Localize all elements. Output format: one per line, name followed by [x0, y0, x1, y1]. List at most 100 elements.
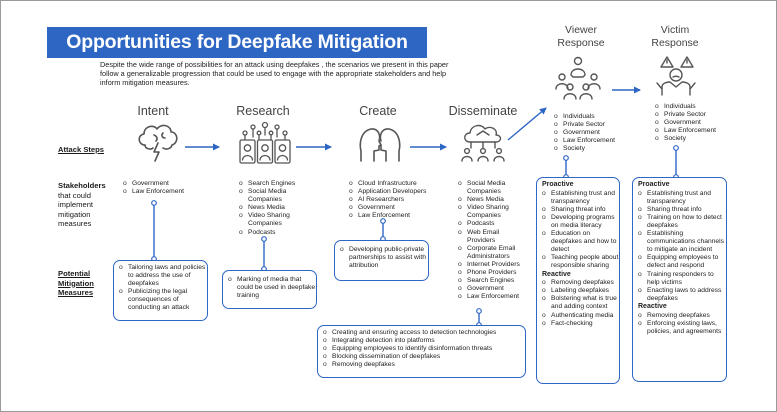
- list-item: Society: [554, 145, 624, 153]
- list-item: Government: [655, 119, 725, 127]
- list-item: Individuals: [655, 103, 725, 111]
- list-item: Blocking dissemination of deepfakes: [323, 353, 525, 361]
- create-measures-box: Developing public-private partnerships t…: [334, 240, 429, 281]
- research-measures-list: Marking of media that could be used in d…: [228, 276, 316, 300]
- audience-icon: [555, 56, 601, 100]
- list-item: Developing public-private partnerships t…: [340, 246, 428, 270]
- list-item: Podcasts: [458, 220, 528, 228]
- list-item: Government: [349, 204, 444, 212]
- disseminate-stakeholders-list: Social Media Companies News Media Video …: [458, 180, 528, 302]
- research-measures-box: Marking of media that could be used in d…: [222, 270, 317, 309]
- intro-paragraph: Despite the wide range of possibilities …: [100, 60, 449, 88]
- heading-viewer-line2: Response: [557, 37, 605, 49]
- list-item: Video Sharing Companies: [239, 212, 314, 228]
- list-item: Training responders to help victims: [638, 271, 726, 287]
- heading-intent: Intent: [137, 104, 169, 118]
- heading-victim-line1: Victim: [660, 24, 690, 36]
- list-item: Developing programs on media literacy: [542, 214, 619, 230]
- node-victim-top: [673, 145, 679, 151]
- intent-stakeholders-list: Government Law Enforcement: [123, 180, 213, 196]
- list-item: Fact-checking: [542, 320, 619, 328]
- list-item: Society: [655, 135, 725, 143]
- victim-reactive-list: Removing deepfakes Enforcing existing la…: [638, 312, 726, 336]
- list-item: Social Media Companies: [458, 180, 528, 196]
- list-item: Law Enforcement: [655, 127, 725, 135]
- row-label-potential-measures: Potential Mitigation Measures: [58, 269, 94, 297]
- viewer-reactive-list: Removing deepfakes Labeling deepfakes Bo…: [542, 279, 619, 328]
- row-label-stakeholders-bold: Stakeholders: [58, 181, 106, 190]
- list-item: Tailoring laws and policies to address t…: [119, 264, 207, 288]
- heading-viewer-line1: Viewer: [565, 24, 597, 36]
- list-item: Web Email Providers: [458, 229, 528, 245]
- list-item: Removing deepfakes: [542, 279, 619, 287]
- viewer-reactive-label: Reactive: [542, 270, 571, 278]
- list-item: Cloud Infrastructure: [349, 180, 444, 188]
- shared-measures-list: Creating and ensuring access to detectio…: [323, 329, 525, 370]
- row-label-stakeholders-rest: that could implement mitigation measures: [58, 190, 94, 229]
- list-item: Equipping employees to defect and respon…: [638, 254, 726, 270]
- heading-create: Create: [359, 104, 397, 118]
- victim-measures-box: Proactive Establishing trust and transpa…: [632, 177, 727, 382]
- list-item: Enforcing existing laws, policies, and a…: [638, 320, 726, 336]
- victim-proactive-list: Establishing trust and transparency Shar…: [638, 190, 726, 303]
- list-item: AI Researchers: [349, 196, 444, 204]
- list-item: Marking of media that could be used in d…: [228, 276, 316, 300]
- list-item: Application Developers: [349, 188, 444, 196]
- list-item: Podcasts: [239, 229, 314, 237]
- list-item: News Media: [239, 204, 314, 212]
- victim-proactive-label: Proactive: [638, 181, 670, 188]
- row-label-attack-steps: Attack Steps: [58, 145, 105, 154]
- list-item: Bolstering what is true and adding conte…: [542, 295, 619, 311]
- list-item: Sharing threat info: [542, 206, 619, 214]
- list-item: Internet Providers: [458, 261, 528, 269]
- network-people-icon: [239, 121, 291, 164]
- list-item: Removing deepfakes: [323, 361, 525, 369]
- list-item: Private Sector: [655, 111, 725, 119]
- list-item: Establishing trust and transparency: [638, 190, 726, 206]
- viewer-measures-box: Proactive Establishing trust and transpa…: [536, 177, 620, 384]
- victim-reactive-label: Reactive: [638, 302, 667, 310]
- two-faces-icon: [359, 128, 401, 162]
- heading-victim-response: Victim Response: [640, 24, 710, 50]
- list-item: Establishing trust and transparency: [542, 190, 619, 206]
- list-item: Law Enforcement: [123, 188, 213, 196]
- distressed-person-icon: [656, 56, 696, 96]
- heading-disseminate: Disseminate: [448, 104, 518, 118]
- node-intent-top: [151, 200, 157, 206]
- list-item: Government: [123, 180, 213, 188]
- heading-research: Research: [236, 104, 290, 118]
- list-item: Labeling deepfakes: [542, 287, 619, 295]
- intent-measures-list: Tailoring laws and policies to address t…: [119, 264, 207, 313]
- node-disseminate-top: [476, 308, 482, 314]
- list-item: Establishing communications channels to …: [638, 230, 726, 254]
- create-measures-list: Developing public-private partnerships t…: [340, 246, 428, 270]
- list-item: Enacting laws to address deepfakes: [638, 287, 726, 303]
- viewer-stakeholders-list: Individuals Private Sector Government La…: [554, 113, 624, 154]
- list-item: Integrating detection into platforms: [323, 337, 525, 345]
- row-label-stakeholders: Stakeholders that could implement mitiga…: [58, 181, 110, 229]
- list-item: Government: [458, 285, 528, 293]
- list-item: Private Sector: [554, 121, 624, 129]
- heading-victim-line2: Response: [651, 37, 699, 49]
- victim-stakeholders-list: Individuals Private Sector Government La…: [655, 103, 725, 144]
- list-item: Sharing threat info: [638, 206, 726, 214]
- list-item: Training on how to detect deepfakes: [638, 214, 726, 230]
- list-item: News Media: [458, 196, 528, 204]
- heading-viewer-response: Viewer Response: [546, 24, 616, 50]
- list-item: Equipping employees to identify disinfor…: [323, 345, 525, 353]
- list-item: Removing deepfakes: [638, 312, 726, 320]
- list-item: Teaching people about responsible sharin…: [542, 254, 619, 270]
- list-item: Search Engines: [458, 277, 528, 285]
- node-viewer-top: [563, 155, 569, 161]
- diagram-title: Opportunities for Deepfake Mitigation: [47, 27, 427, 58]
- research-stakeholders-list: Search Engines Social Media Companies Ne…: [239, 180, 314, 237]
- arrow-to-viewer: [507, 107, 547, 141]
- list-item: Publicizing the legal consequences of co…: [119, 288, 207, 312]
- list-item: Creating and ensuring access to detectio…: [323, 329, 525, 337]
- list-item: Search Engines: [239, 180, 314, 188]
- list-item: Education on deepfakes and how to detect: [542, 230, 619, 254]
- viewer-proactive-list: Establishing trust and transparency Shar…: [542, 190, 619, 271]
- list-item: Corporate Email Administrators: [458, 245, 528, 261]
